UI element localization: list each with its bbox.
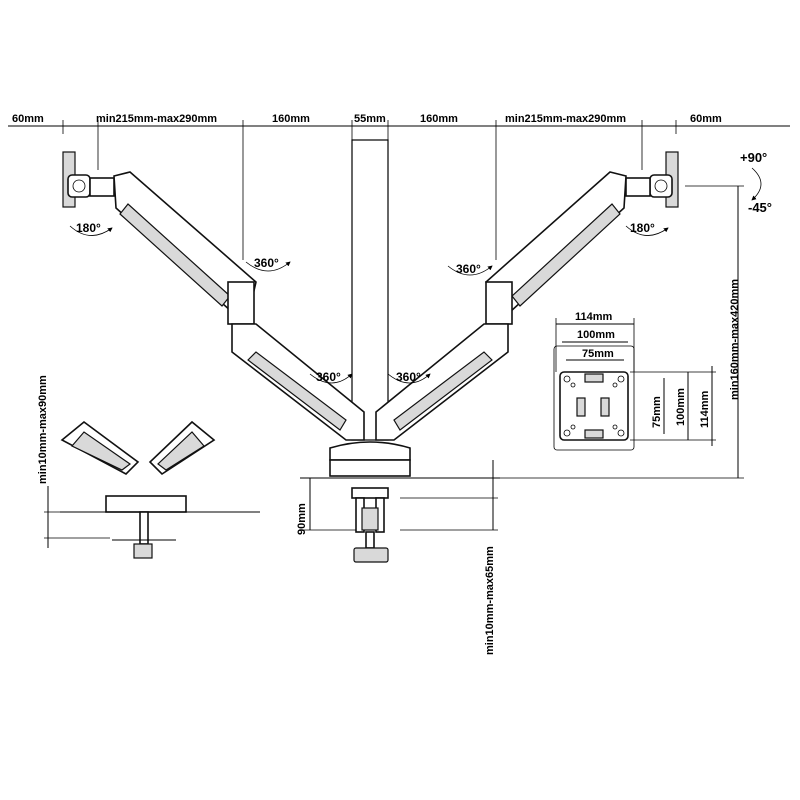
base-clamp	[300, 441, 500, 563]
tilt-up-label: +90°	[740, 150, 767, 165]
left-arm	[62, 151, 365, 441]
vesa-h75: 75mm	[651, 396, 663, 428]
dim-right-outer: 60mm	[690, 113, 722, 125]
dim-center: 55mm	[354, 113, 386, 125]
rotation-right-head-label: 180°	[630, 221, 655, 235]
rotation-right-base	[387, 373, 431, 384]
rotation-left-base	[309, 373, 353, 384]
rotation-left-elbow	[245, 261, 291, 272]
side-view-dim	[44, 486, 110, 548]
vesa-width-dims	[555, 318, 635, 372]
rotation-right-elbow	[447, 265, 493, 276]
dim-left-arm: min215mm-max290mm	[96, 113, 217, 125]
vesa-w75: 75mm	[582, 348, 614, 360]
rotation-right-elbow-label: 360°	[456, 262, 481, 276]
right-arm	[375, 151, 679, 441]
height-range-dim	[400, 185, 744, 479]
clamp-height-label: 90mm	[296, 503, 308, 535]
rotation-left-head-label: 180°	[76, 221, 101, 235]
desk-thickness-dim	[400, 460, 498, 531]
rotation-left-elbow-label: 360°	[254, 256, 279, 270]
side-view	[60, 420, 260, 559]
side-view-dim-label: min10mm-max90mm	[37, 375, 49, 484]
rotation-left-head	[69, 225, 113, 236]
dim-left-inner: 160mm	[272, 113, 310, 125]
desk-thickness-label: min10mm-max65mm	[484, 546, 496, 655]
rotation-right-head	[625, 225, 669, 236]
vesa-w114: 114mm	[575, 311, 613, 323]
dim-right-inner: 160mm	[420, 113, 458, 125]
center-pole	[351, 139, 389, 441]
dim-left-outer: 60mm	[12, 113, 44, 125]
vesa-h114: 114mm	[699, 390, 711, 428]
dim-right-arm: min215mm-max290mm	[505, 113, 626, 125]
height-range-label: min160mm-max420mm	[729, 279, 741, 400]
vesa-h100: 100mm	[675, 388, 687, 426]
rotation-left-base-label: 360°	[316, 370, 341, 384]
tilt-arc	[751, 167, 762, 201]
vesa-w100: 100mm	[577, 329, 615, 341]
rotation-right-base-label: 360°	[396, 370, 421, 384]
vesa-plate	[553, 345, 635, 451]
tilt-down-label: -45°	[748, 200, 772, 215]
vesa-height-dims	[630, 366, 716, 446]
clamp-height-dim	[303, 477, 356, 531]
